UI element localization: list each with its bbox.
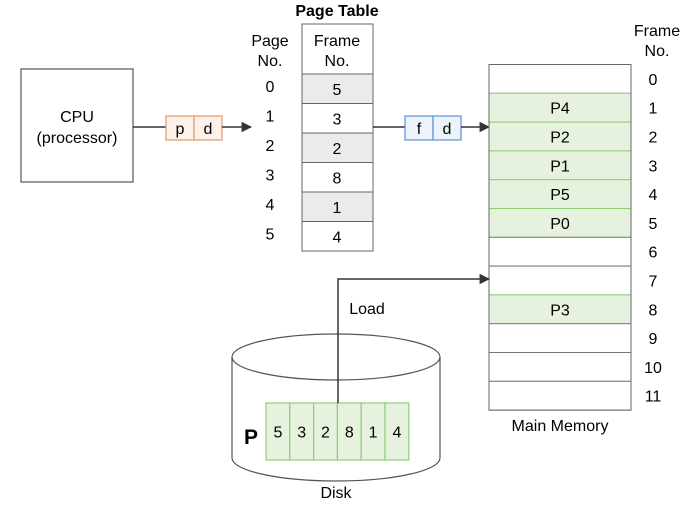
physical-offset-cell [432,115,462,141]
memory-frame-empty [488,265,632,296]
memory-frame-occupied [488,179,632,209]
disk-page-frame-no: 2 [321,425,330,442]
memory-frame-occupied [488,92,632,123]
memory-frame-no: 10 [644,360,662,377]
disk-label: Disk [320,485,352,502]
page-table-frame-no: 2 [333,141,342,158]
page-table-page-no: 1 [266,108,275,125]
memory-frame-no: 9 [649,331,658,348]
page-no-header-1: Page [251,33,288,50]
frame-no-header-2: No. [325,53,350,70]
page-no-header-2: No. [258,53,283,70]
memory-frame-no: 6 [649,245,658,262]
memory-frame-empty [488,236,632,267]
memory-frame-page: P4 [550,101,570,118]
page-table-frame-no: 1 [333,200,342,217]
memory-frame-no: 4 [649,187,658,204]
page-table-page-no: 4 [266,197,275,214]
page-table-rows: 5 0 3 1 2 2 8 3 1 4 4 5 [266,73,374,252]
memory-frame-page: P3 [550,302,570,319]
memory-frame-no: 11 [645,389,662,406]
memory-frame-no: 8 [649,302,658,319]
page-table-title: Page Table [295,3,378,20]
page-table-frame-no: 8 [333,170,342,187]
disk-page-frame-no: 1 [369,425,378,442]
physical-offset-label: d [443,121,452,138]
disk-top [231,333,441,381]
logical-offset-label: d [204,121,213,138]
page-table-frame-cell [301,132,374,163]
memory-frame-header-1: Frame [634,23,680,40]
disk-page-frame-no: 3 [297,425,306,442]
main-memory-label: Main Memory [512,418,609,435]
page-table-frame-no: 5 [333,82,342,99]
memory-frame-occupied [488,121,632,152]
page-table: Frame No. 5 0 3 1 2 2 8 3 1 4 4 5 [266,23,374,252]
disk-page-cell [384,402,410,461]
physical-frame-cell [404,115,434,141]
page-table-page-no: 2 [266,138,275,155]
memory-frame-occupied [488,150,632,181]
load-label: Load [349,301,385,318]
memory-frame-page: P2 [550,130,570,147]
page-table-page-no: 5 [266,226,275,243]
memory-frame-no: 3 [649,158,658,175]
memory-frame-empty [488,380,632,411]
page-table-frame-no: 4 [333,229,342,246]
page-table-frame-cell [301,103,374,134]
memory-frame-empty [488,352,632,382]
disk-page-frame-no: 5 [273,425,282,442]
disk-page-frame-no: 4 [392,425,401,442]
memory-frame-empty [488,64,632,94]
disk-page-frame-no: 8 [345,425,354,442]
physical-frame-label: f [417,121,422,138]
memory-frame-page: P1 [550,158,570,175]
cpu-sublabel: (processor) [37,130,118,147]
page-table-page-no: 0 [266,79,275,96]
load-arrow [337,273,491,403]
memory-frame-empty [488,323,632,354]
memory-frame-no: 7 [649,274,658,291]
frame-no-header-1: Frame [314,33,360,50]
page-table-page-no: 3 [266,167,275,184]
page-table-frame-cell [301,73,374,104]
physical-address: f d [404,115,462,141]
logical-address: p d [165,115,223,141]
memory-frame-no: 1 [649,101,658,118]
page-table-frame-no: 3 [333,111,342,128]
cpu-label: CPU [60,109,94,126]
memory-frame-page: P5 [550,187,570,204]
logical-page-label: p [176,121,185,138]
page-table-frame-cell [301,221,374,252]
logical-offset-cell [193,115,223,141]
cpu-box: CPU (processor) [20,68,134,183]
memory-frame-page: P0 [550,216,570,233]
memory-outline [488,64,632,411]
page-table-header-cell [301,23,374,75]
memory-frame-header-2: No. [645,43,670,60]
memory-frame-occupied [488,294,632,325]
page-table-frame-cell [301,162,374,193]
memory-frame-no: 5 [649,216,658,233]
main-memory: 0P4 1P2 2P1 3P5 4P0 5 6 7P3 8 9 10 11 [488,64,662,411]
memory-frame-no: 2 [649,130,658,147]
logical-page-cell [165,115,195,141]
disk-process-label: P [244,426,258,449]
memory-frame-no: 0 [649,72,658,89]
